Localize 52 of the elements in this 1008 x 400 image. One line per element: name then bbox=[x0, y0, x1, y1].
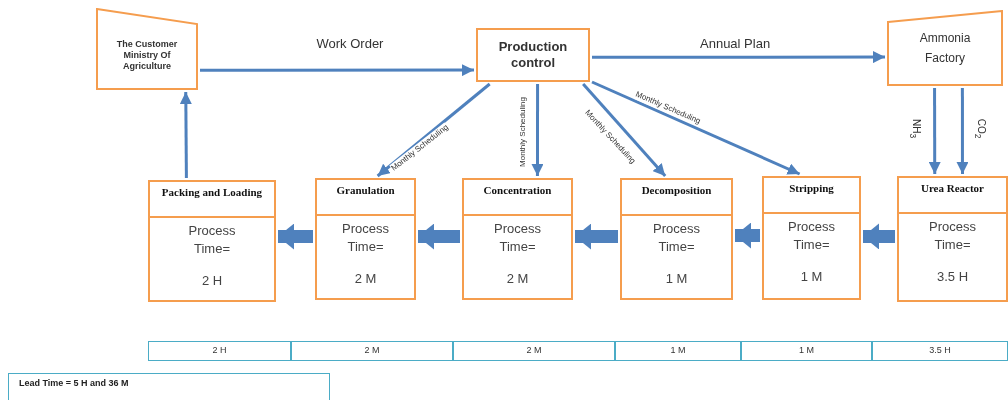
block-arrow bbox=[863, 223, 895, 250]
process-box bbox=[897, 176, 1008, 302]
arrow bbox=[956, 88, 969, 174]
arrow bbox=[200, 64, 474, 77]
process-time-label: Process Time= bbox=[928, 218, 977, 254]
process-time-label: Process Time= bbox=[652, 220, 701, 256]
process-box bbox=[148, 180, 276, 302]
timeline-cell: 1 M bbox=[615, 341, 741, 361]
process-time-value: 1 M bbox=[664, 270, 689, 288]
process-time-value: 2 H bbox=[200, 272, 224, 290]
control-box bbox=[476, 28, 590, 82]
timeline-cell: 1 M bbox=[741, 341, 872, 361]
node-text: Ammonia Factory bbox=[918, 30, 972, 67]
process-title: Concentration bbox=[483, 184, 552, 196]
process-time-value: 3.5 H bbox=[935, 268, 970, 286]
block-arrow bbox=[278, 223, 313, 250]
process-box bbox=[315, 178, 416, 300]
arrow bbox=[376, 82, 491, 178]
process-time-label: Process Time= bbox=[187, 222, 237, 258]
arrow bbox=[928, 88, 941, 174]
process-time-label: Process Time= bbox=[493, 220, 542, 256]
block-arrow bbox=[575, 223, 618, 250]
block-arrow bbox=[735, 222, 760, 249]
process-title: Urea Reactor bbox=[921, 182, 984, 194]
edge-label: Monthly Scheduling bbox=[517, 97, 528, 167]
process-time-label: Process Time= bbox=[341, 220, 390, 256]
process-time-value: 2 M bbox=[505, 270, 530, 288]
lead-time-box: Lead Time = 5 H and 36 M bbox=[8, 373, 330, 400]
process-box bbox=[762, 176, 861, 300]
process-title: Packing and Loading bbox=[161, 186, 263, 198]
process-time-label: Process Time= bbox=[787, 218, 836, 254]
process-time-value: 2 M bbox=[353, 270, 378, 288]
node-text: Production control bbox=[497, 39, 569, 71]
process-title: Decomposition bbox=[641, 184, 712, 196]
timeline-cell: 2 H bbox=[148, 341, 291, 361]
supplier-box bbox=[96, 8, 198, 90]
process-time-value: 1 M bbox=[799, 268, 824, 286]
node-text: The Customer Ministry Of Agriculture bbox=[115, 38, 179, 72]
arrow bbox=[592, 51, 885, 64]
arrow bbox=[179, 92, 192, 178]
process-title: Granulation bbox=[336, 184, 395, 196]
timeline-cell: 2 M bbox=[453, 341, 615, 361]
process-box bbox=[462, 178, 573, 300]
block-arrow bbox=[418, 223, 460, 250]
timeline-cell: 2 M bbox=[291, 341, 453, 361]
arrow bbox=[531, 84, 544, 176]
process-box bbox=[620, 178, 733, 300]
timeline-cell: 3.5 H bbox=[872, 341, 1008, 361]
process-title: Stripping bbox=[789, 182, 834, 194]
supplier-box bbox=[887, 10, 1003, 86]
arrow bbox=[591, 80, 801, 176]
arrow bbox=[582, 83, 667, 177]
